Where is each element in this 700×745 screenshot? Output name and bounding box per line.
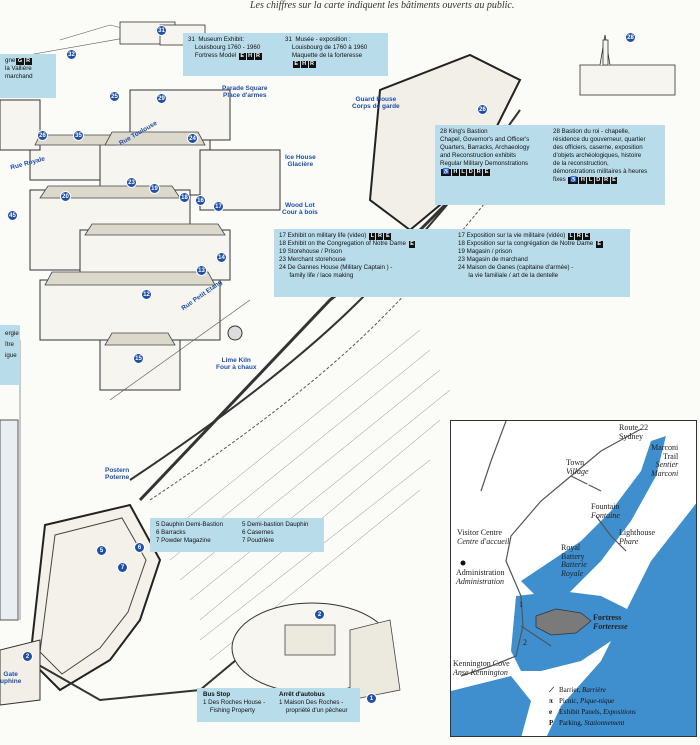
marker-6[interactable]: 6 — [134, 542, 145, 553]
marker-29[interactable]: 29 — [156, 93, 167, 104]
marker-17[interactable]: 17 — [213, 201, 224, 212]
inset-road-1: 1 — [519, 600, 523, 609]
marker-35[interactable]: 35 — [73, 130, 84, 141]
panel-museum-exhibit: 31 Museum Exhibit: Louisbourg 1760 - 196… — [183, 33, 388, 76]
marker-20[interactable]: 20 — [60, 191, 71, 202]
marker-26b[interactable]: 26 — [37, 130, 48, 141]
marker-23[interactable]: 23 — [126, 177, 137, 188]
marker-5[interactable]: 5 — [96, 545, 107, 556]
marker-45[interactable]: 45 — [7, 210, 18, 221]
marker-19[interactable]: 19 — [149, 183, 160, 194]
inset-map-drawing — [451, 421, 696, 736]
marker-gate[interactable]: 2 — [22, 651, 33, 662]
marker-12[interactable]: 12 — [141, 289, 152, 300]
panel-kings-bastion: 28 King's Bastion Chapel, Governor's and… — [435, 125, 665, 205]
marker-28[interactable]: 28 — [625, 32, 636, 43]
marker-16[interactable]: 16 — [195, 195, 206, 206]
marker-1[interactable]: 1 — [366, 693, 377, 704]
marker-26[interactable]: 26 — [477, 104, 488, 115]
marker-2[interactable]: 2 — [314, 609, 325, 620]
marker-25[interactable]: 25 — [109, 91, 120, 102]
marker-32[interactable]: 32 — [66, 49, 77, 60]
legend-barrier: ⟋Barrier, Barrière — [549, 686, 606, 694]
panel-bus-stop: Bus Stop 1 Des Roches House - Fishing Pr… — [197, 688, 360, 722]
inset-road-2: 2 — [523, 638, 527, 647]
marker-7[interactable]: 7 — [117, 562, 128, 573]
marker-14[interactable]: 14 — [216, 252, 227, 263]
header-note: Les chiffres sur la carte indiquent les … — [250, 0, 515, 11]
panel-left-edge-mid: ergie ître igue — [0, 325, 20, 385]
panel-dauphin: 5 Dauphin Demi-Bastion 6 Barracks 7 Powd… — [150, 518, 324, 552]
marker-13[interactable]: 13 — [196, 265, 207, 276]
marker-31[interactable]: 31 — [156, 25, 167, 36]
marker-18[interactable]: 18 — [179, 192, 190, 203]
marker-24[interactable]: 24 — [187, 133, 198, 144]
marker-15[interactable]: 15 — [133, 353, 144, 364]
